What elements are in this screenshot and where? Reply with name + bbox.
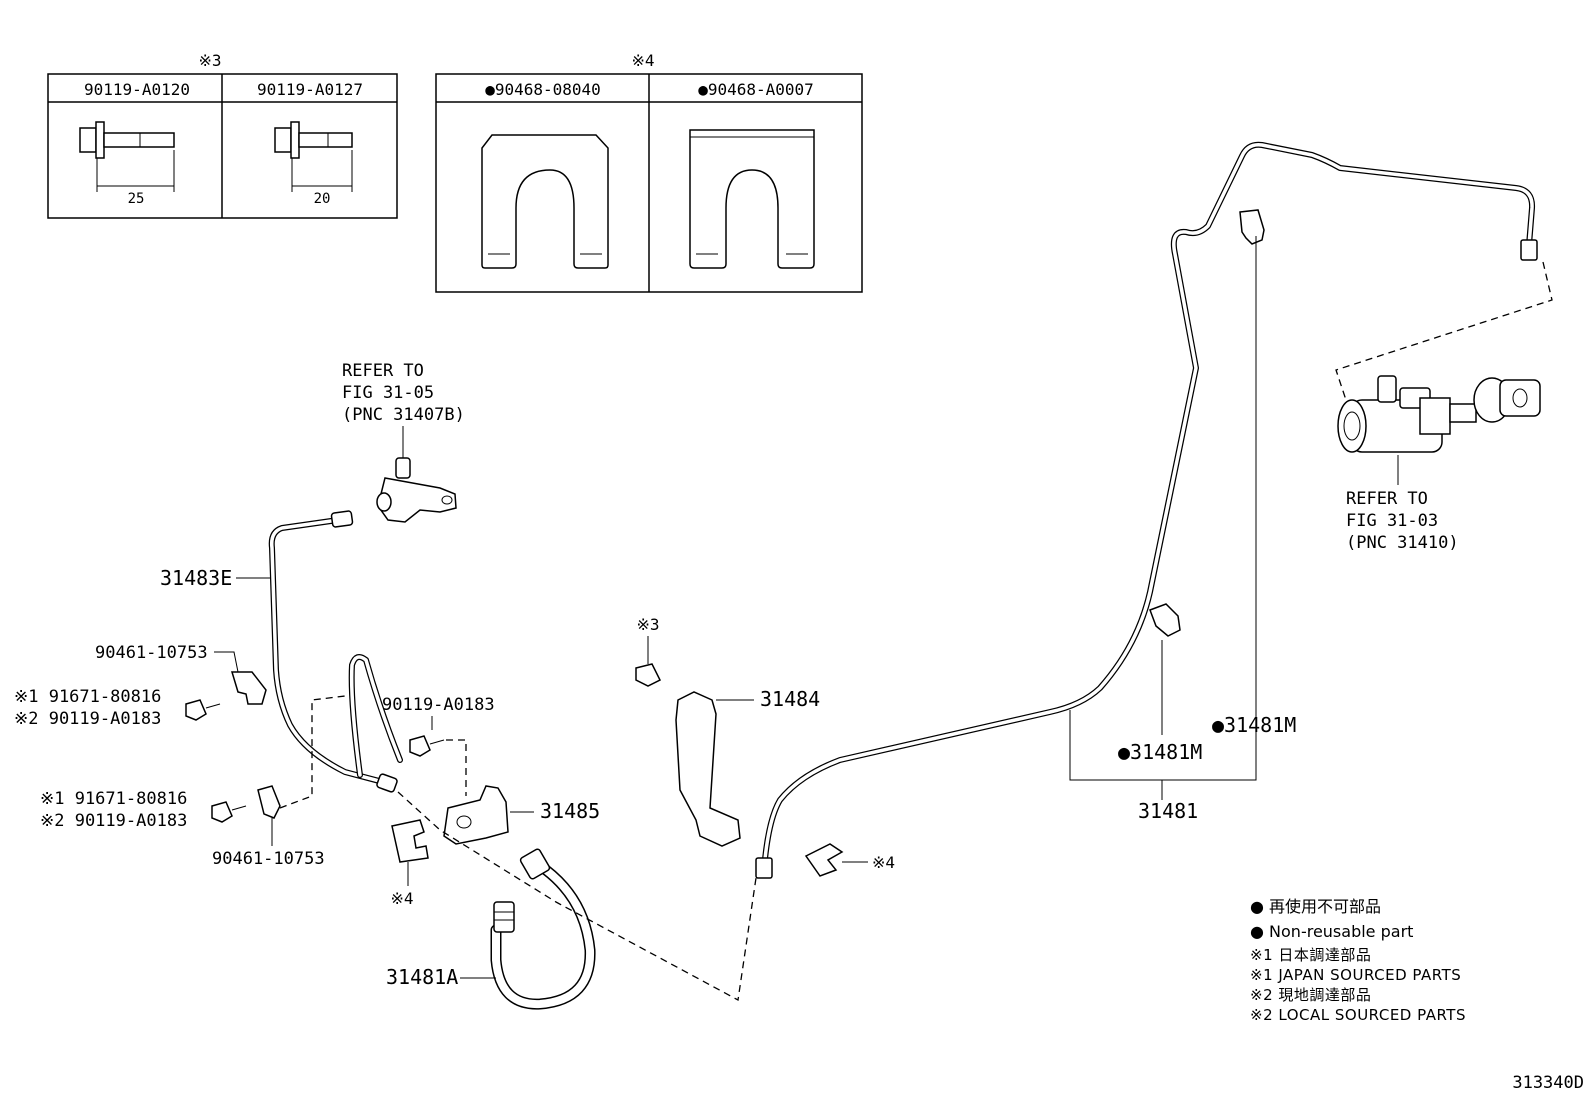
note-4-label: ※4 — [631, 51, 654, 70]
bolt-icon — [79, 121, 175, 159]
bolt-icon — [409, 735, 431, 757]
refer-cylinder-line3[interactable]: (PNC 31410) — [1346, 533, 1459, 553]
pipe-loop — [348, 653, 403, 778]
legend: ● 再使用不可部品 ● Non-reusable part ※1 日本調達部品 … — [1250, 897, 1466, 1024]
label-90119-top[interactable]: ※2 90119-A0183 — [14, 709, 161, 729]
pipe-flare-nut — [1520, 239, 1538, 261]
clip-icon — [804, 843, 844, 877]
flexible-hose-31481a — [490, 848, 596, 1010]
label-91671-bottom[interactable]: ※1 91671-80816 — [40, 789, 187, 809]
label-90119-bottom[interactable]: ※2 90119-A0183 — [40, 811, 187, 831]
release-cylinder-icon — [376, 457, 457, 523]
pipe-clamp-icon — [230, 671, 267, 705]
bolt-col-2: 90119-A0127 — [257, 80, 363, 99]
pipe-clamp-icon — [257, 785, 281, 819]
figure-id: 313340D — [1512, 1073, 1584, 1093]
label-90461-top[interactable]: 90461-10753 — [95, 643, 208, 663]
clip-icon — [391, 819, 429, 863]
bracket-31484-icon — [675, 691, 741, 847]
label-31483e[interactable]: 31483E — [160, 566, 232, 590]
clutch-line-pipe — [755, 141, 1538, 879]
refer-cylinder-line2[interactable]: FIG 31-03 — [1346, 511, 1438, 531]
pipe-clamp-icon — [1149, 603, 1181, 637]
legend-line-5: ※2 現地調達部品 — [1250, 986, 1371, 1004]
refer-master-line2[interactable]: FIG 31-05 — [342, 383, 434, 403]
legend-line-6: ※2 LOCAL SOURCED PARTS — [1250, 1006, 1466, 1024]
clip-col-2: ●90468-A0007 — [698, 80, 814, 99]
legend-line-4: ※1 JAPAN SOURCED PARTS — [1250, 966, 1461, 984]
refer-master-line1[interactable]: REFER TO — [342, 361, 424, 381]
bolt-icon — [185, 699, 207, 721]
label-31481[interactable]: 31481 — [1138, 799, 1198, 823]
legend-line-2: ● Non-reusable part — [1250, 922, 1413, 941]
note-3-bolt[interactable]: ※3 — [636, 615, 659, 634]
clip-col-1: ●90468-08040 — [485, 80, 601, 99]
bolt-icon — [274, 121, 353, 159]
label-90119-mid[interactable]: 90119-A0183 — [382, 695, 495, 715]
bolt-col-1: 90119-A0120 — [84, 80, 190, 99]
label-31481a[interactable]: 31481A — [386, 965, 458, 989]
bolt-icon — [211, 801, 233, 823]
label-31481m-left[interactable]: ●31481M — [1118, 740, 1202, 764]
label-31484[interactable]: 31484 — [760, 687, 820, 711]
clip-inset-table: ※4 ●90468-08040 ●90468-A0007 — [435, 51, 863, 293]
pipe-flare-nut — [755, 857, 773, 879]
pipe-clamp-icon — [1239, 209, 1265, 245]
clip-icon — [481, 134, 609, 269]
bolt-inset-table: ※3 90119-A0120 90119-A0127 25 20 — [47, 51, 398, 219]
bracket-31485-icon — [443, 785, 509, 845]
pipe-31483e — [268, 510, 398, 793]
refer-cylinder-line1[interactable]: REFER TO — [1346, 489, 1428, 509]
label-31481m-right[interactable]: ●31481M — [1212, 713, 1296, 737]
bolt-1-length: 25 — [128, 191, 145, 207]
note-3-label: ※3 — [198, 51, 221, 70]
refer-master-line3[interactable]: (PNC 31407B) — [342, 405, 465, 425]
label-31485[interactable]: 31485 — [540, 799, 600, 823]
clutch-master-cylinder-icon — [1337, 375, 1541, 485]
legend-line-3: ※1 日本調達部品 — [1250, 946, 1371, 964]
label-90461-bottom[interactable]: 90461-10753 — [212, 849, 325, 869]
legend-line-1: ● 再使用不可部品 — [1250, 897, 1381, 916]
bolt-icon — [635, 663, 662, 687]
note-4-clip-right[interactable]: ※4 — [872, 853, 895, 872]
bolt-2-length: 20 — [314, 191, 331, 207]
label-91671-top[interactable]: ※1 91671-80816 — [14, 687, 161, 707]
clip-icon — [689, 129, 815, 269]
note-4-clip-left[interactable]: ※4 — [390, 889, 413, 908]
